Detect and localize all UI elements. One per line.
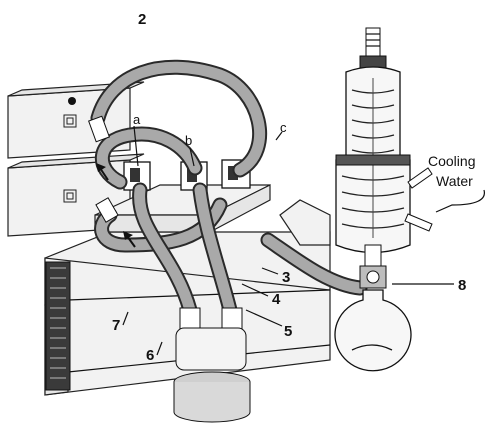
leader-5	[245, 309, 283, 327]
cooling-water-leader	[435, 189, 485, 213]
motor-housing	[45, 261, 71, 391]
leader-3	[261, 267, 279, 275]
collection-bottle	[173, 307, 251, 423]
square-symbol-icon	[63, 114, 77, 128]
label-c: c	[280, 120, 287, 135]
label-5: 5	[284, 323, 292, 340]
label-6: 6	[146, 347, 154, 364]
tick-6	[156, 341, 163, 356]
cooling-water-line2: Water	[436, 173, 473, 189]
leader-a	[133, 125, 139, 167]
condenser	[335, 27, 433, 268]
leader-b	[189, 147, 195, 167]
label-4: 4	[272, 291, 281, 308]
leader-4	[241, 283, 269, 297]
tube-fittings	[68, 97, 119, 223]
label-a: a	[133, 112, 141, 127]
square-symbol-icon	[63, 189, 77, 203]
label-7: 7	[112, 317, 120, 334]
cooling-water-line1: Cooling	[428, 153, 475, 169]
label-2: 2	[138, 11, 146, 28]
label-3: 3	[282, 269, 290, 286]
label-8: 8	[458, 277, 466, 294]
tick-7	[122, 311, 129, 326]
leader-c	[275, 131, 283, 141]
label-b: b	[185, 133, 192, 148]
receiving-flask	[334, 265, 412, 372]
tubing	[90, 59, 368, 318]
arrow-up-icon	[96, 163, 136, 248]
